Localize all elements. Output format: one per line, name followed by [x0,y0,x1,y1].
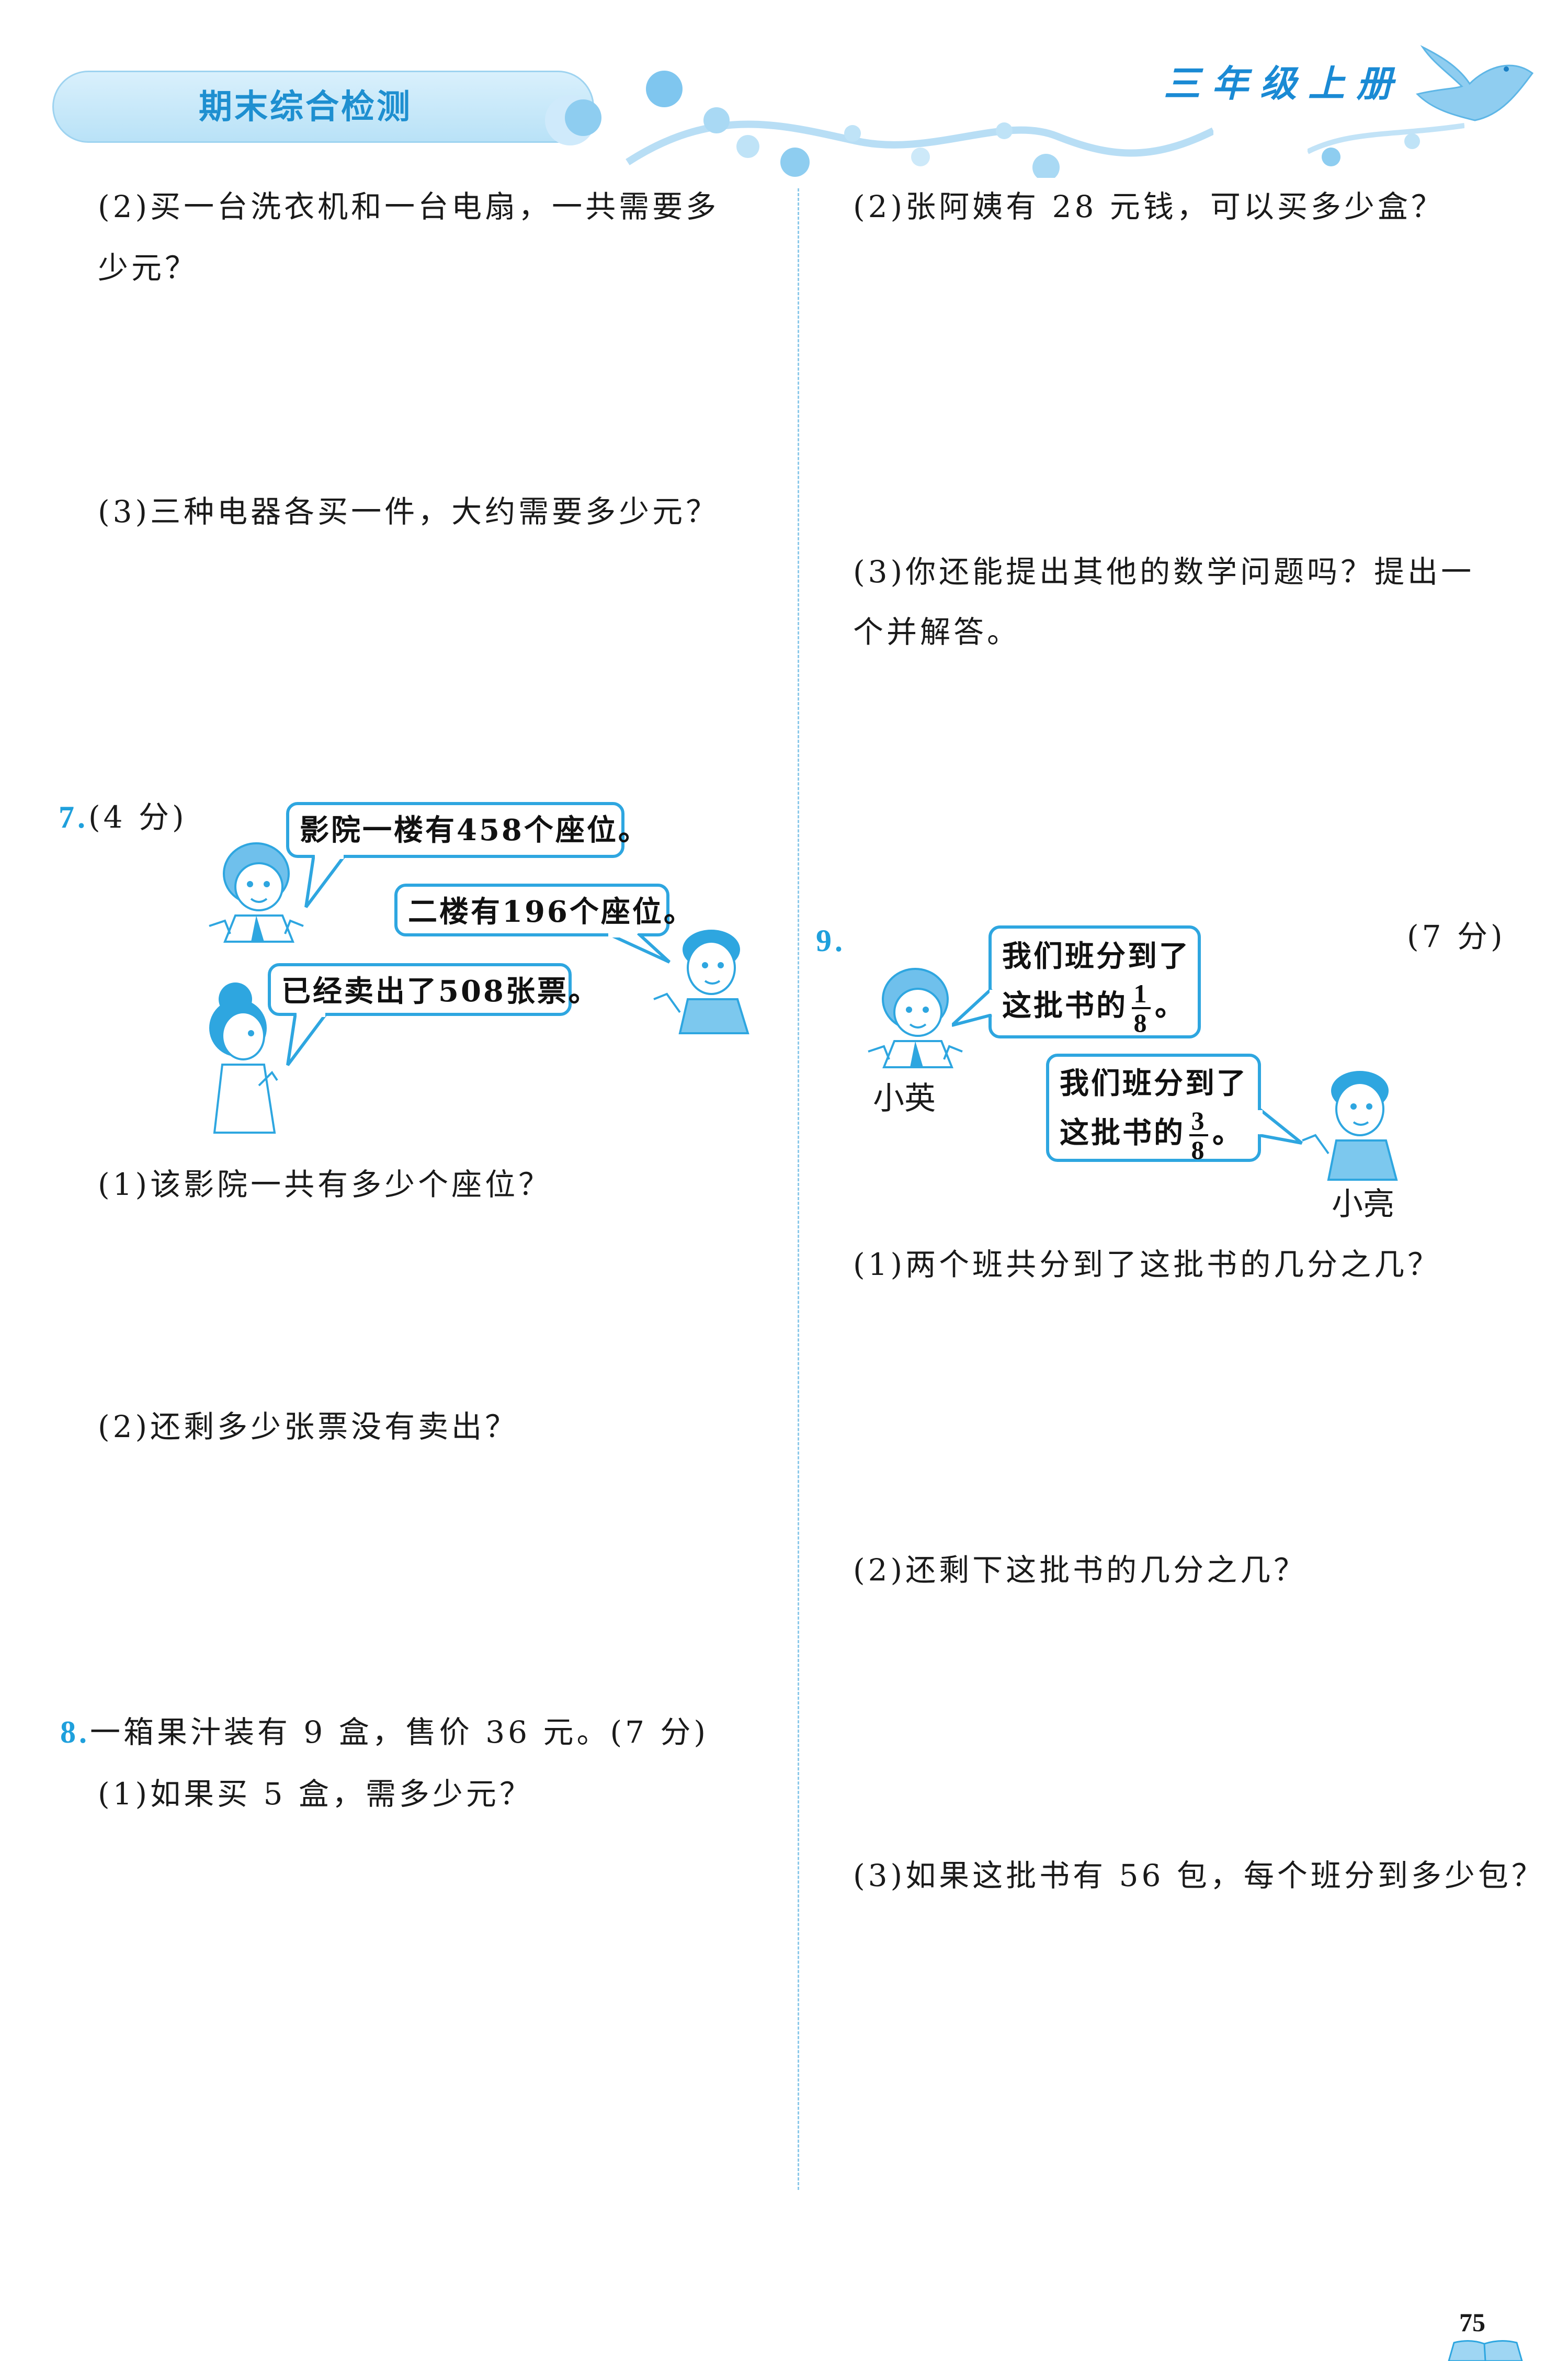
wave-decoration-icon [545,71,1213,178]
q7-part2-text: (2)还剩多少张票没有卖出？ [98,1409,519,1444]
woman-character-icon [209,982,278,1134]
book-icon [1448,2340,1523,2361]
q8-stem: 一箱果汁装有 9 盒，售价 36 元。(7 分) [90,1714,709,1750]
q7-number: 7. [59,800,88,834]
grade-label: 三年级上册 [1164,62,1404,105]
bubble-text: 二楼有196个座位。 [408,895,695,929]
q7-header: 7.(4 分) [59,796,187,838]
q9-number: 9. [816,923,846,958]
q8-header: 8.一箱果汁装有 9 盒，售价 36 元。(7 分) [60,1711,709,1753]
column-divider [798,188,799,2190]
bubble-line1: 我们班分到了 [1060,1066,1248,1101]
section-title: 期末综合检测 [199,88,412,127]
name-label-xiaoying: 小英 [873,1080,936,1117]
right-part3-text: (3)你还能提出其他的数学问题吗？提出一 [853,554,1475,590]
right-part2-text: (2)张阿姨有 28 元钱，可以买多少盒？ [853,189,1445,224]
q9-part2-text: (2)还剩下这批书的几分之几？ [853,1552,1308,1588]
right-part3-text-cont: 个并解答。 [853,614,1021,650]
q7-part1-text: (1)该影院一共有多少个座位？ [98,1167,552,1202]
q7-points: (4 分) [88,799,187,835]
q9-part1-text: (1)两个班共分到了这批书的几分之几？ [853,1247,1441,1282]
q6-part2-text: (2)买一台洗衣机和一台电扇，一共需要多 [98,189,720,224]
bubble-line1: 我们班分到了 [1002,939,1190,974]
q8-number: 8. [60,1715,90,1749]
speech-bubble-first-floor: 影院一楼有458个座位。 [286,802,647,858]
boy-character-icon [653,930,749,1034]
bubble-tail-icon [304,855,347,908]
xiaoliang-character-icon [1302,1071,1398,1181]
girl-character-icon [209,842,304,943]
xiaoying-character-icon [868,968,963,1068]
q6-part3-text: (3)三种电器各买一件，大约需要多少元？ [98,494,720,529]
bubble-text: 已经卖出了508张票。 [281,974,600,1009]
speech-bubble-second-floor: 二楼有196个座位。 [394,884,693,936]
bubble-tail-icon [286,1013,328,1066]
bird-icon [1416,45,1534,121]
bubble-tail-icon [952,987,994,1027]
name-label-xiaoliang: 小亮 [1332,1186,1394,1223]
q9-header: 9. [816,920,846,962]
q6-part2-text-cont: 少元？ [98,250,199,286]
q9-part3-text: (3)如果这批书有 56 包，每个班分到多少包？ [853,1858,1545,1893]
q9-points: (7 分) [1407,919,1506,954]
bubble-tail-icon [607,933,671,964]
wave-tail-icon [1308,123,1464,166]
q8-part1-text: (1)如果买 5 盒，需多少元？ [98,1776,533,1812]
bubble-text: 影院一楼有458个座位。 [300,813,650,848]
bubble-tail-icon [1257,1108,1303,1145]
section-title-banner [52,71,594,143]
speech-bubble-tickets-sold: 已经卖出了508张票。 [268,963,598,1016]
page-number: 75 [1459,2308,1485,2337]
